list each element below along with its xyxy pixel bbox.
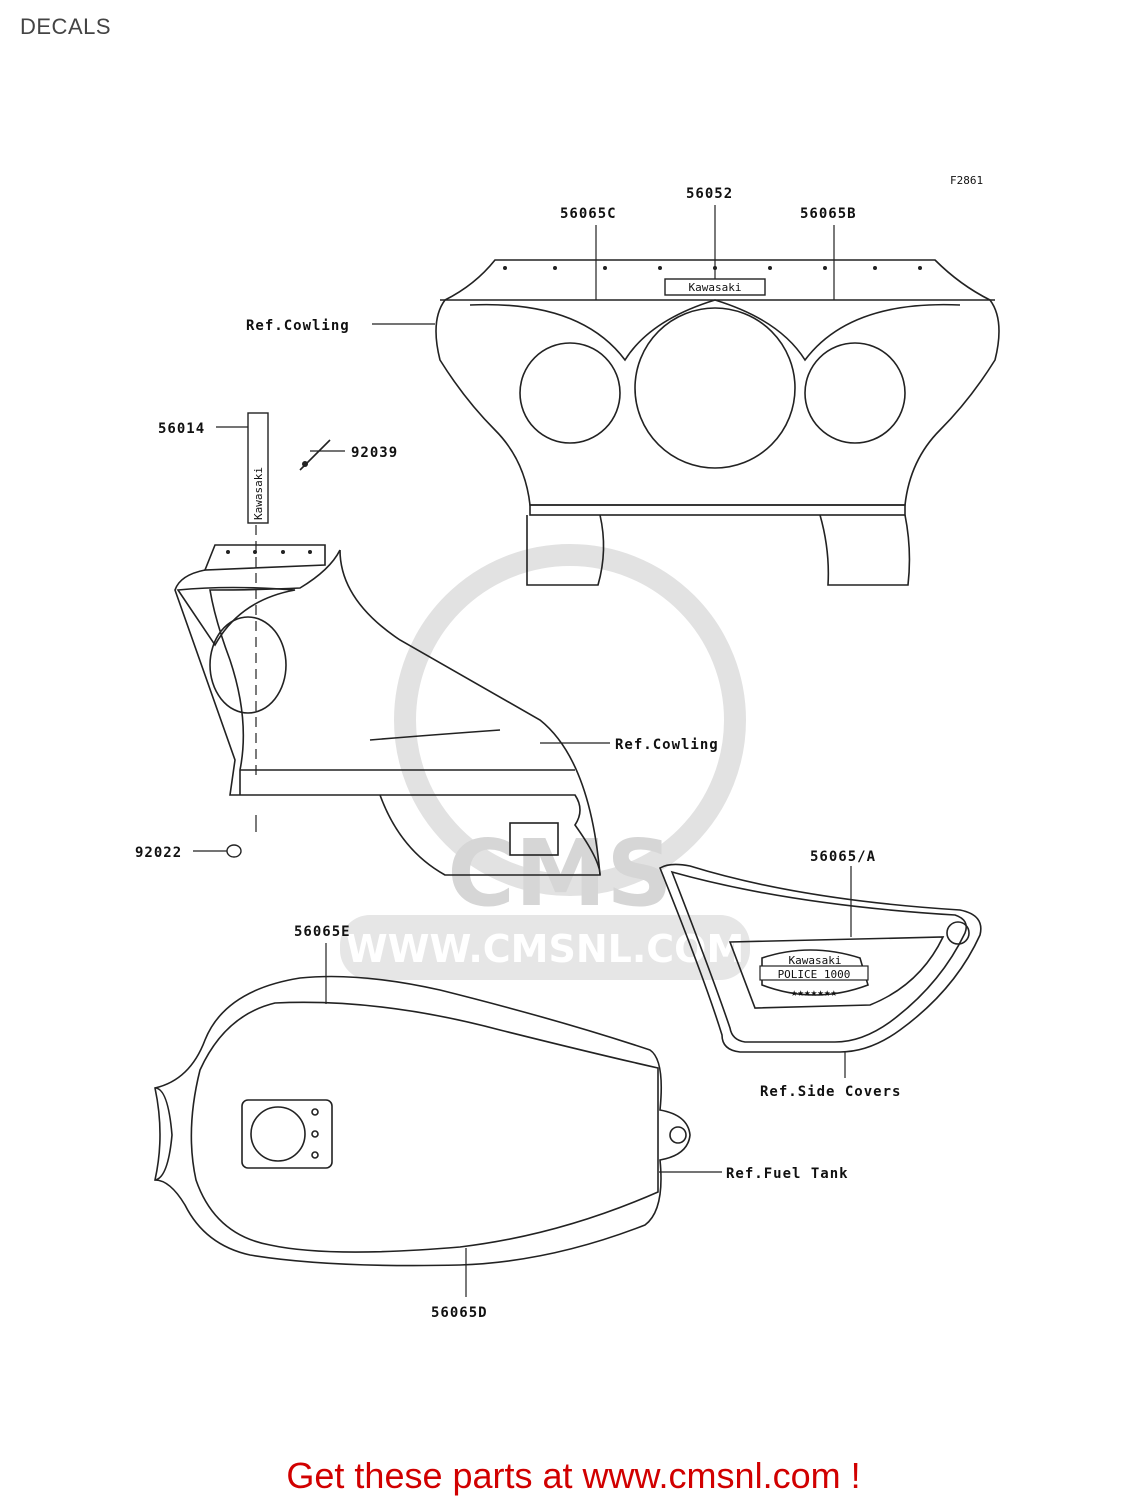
police-badge-text: POLICE 1000 <box>778 968 851 981</box>
police-badge <box>761 949 869 996</box>
cowling-stripe-decal <box>176 586 296 647</box>
nut-92022 <box>226 844 242 858</box>
callout-92039: 92039 <box>351 445 398 461</box>
fuel-tank-callouts: 56065E Ref.Fuel Tank 56065D <box>294 924 849 1321</box>
cowling-opening <box>209 616 287 714</box>
side-cowling: Kawasaki <box>174 412 601 876</box>
left-gauge-opening <box>519 342 621 444</box>
callout-56052: 56052 <box>686 186 733 202</box>
callout-92022: 92022 <box>135 845 182 861</box>
fairing-bolts <box>503 266 922 270</box>
footer-link[interactable]: Get these parts at www.cmsnl.com ! <box>286 1455 861 1496</box>
side-cover-decal <box>728 936 945 1009</box>
callout-ref-fuel-tank: Ref.Fuel Tank <box>726 1166 849 1182</box>
callout-56014: 56014 <box>158 421 205 437</box>
watermark-url: WWW.CMSNL.COM <box>346 927 745 971</box>
fairing-stripe <box>469 299 961 362</box>
right-gauge-opening <box>804 342 906 444</box>
cowling-crease <box>369 729 501 741</box>
side-cover-callouts: 56065/A Ref.Side Covers <box>760 849 901 1100</box>
center-gauge-opening <box>634 307 796 469</box>
kawasaki-emblem-text: Kawasaki <box>689 281 742 294</box>
tank-stripe-decal <box>190 1001 659 1253</box>
callout-ref-side-covers: Ref.Side Covers <box>760 1084 901 1100</box>
callout-ref-cowling-top: Ref.Cowling <box>246 318 350 334</box>
watermark-brand: CMS <box>447 820 672 927</box>
right-mount <box>819 514 911 586</box>
police-badge-brand: Kawasaki <box>789 954 842 967</box>
filler-cap <box>250 1106 306 1162</box>
tank-mount-hole <box>669 1126 687 1144</box>
callout-56065C: 56065C <box>560 206 617 222</box>
tank-front-edge <box>154 1087 173 1181</box>
cowling-bolts <box>226 550 312 554</box>
side-cover-inner <box>670 870 968 1043</box>
left-mount <box>526 514 605 586</box>
cowling-top-plate <box>203 544 326 571</box>
callout-56065B: 56065B <box>800 206 857 222</box>
filler-bolt <box>311 1151 319 1159</box>
cowling-body-outline <box>174 549 601 876</box>
side-cover-grommet <box>946 921 970 945</box>
watermark-url-band <box>340 915 750 980</box>
kawasaki-decal-56014 <box>247 412 269 524</box>
callout-56065A: 56065/A <box>810 849 876 865</box>
cowling-reflector <box>509 822 559 856</box>
side-cover-outline <box>659 863 982 1053</box>
callout-56065D: 56065D <box>431 1305 488 1321</box>
cowling-callouts: 56014 92039 Ref.Cowling 92022 <box>135 421 719 861</box>
fairing-bottom-trim <box>529 504 906 516</box>
figure-code: F2861 <box>950 174 983 187</box>
cowling-rear-edge <box>339 549 601 876</box>
fairing-callouts: 56065C 56052 56065B Ref.Cowling <box>246 186 857 334</box>
police-badge-stars: ★★★★★★★ <box>791 986 838 999</box>
page-title: DECALS <box>20 14 112 39</box>
parts-diagram: CMS WWW.CMSNL.COM F2861 Kawasaki 56065C … <box>135 174 1000 1321</box>
police-badge-plate <box>759 965 869 981</box>
fuel-tank <box>154 975 691 1267</box>
callout-ref-cowling-side: Ref.Cowling <box>615 737 719 753</box>
filler-bolt <box>311 1130 319 1138</box>
kawasaki-decal-text: Kawasaki <box>252 467 265 520</box>
filler-plate <box>241 1099 333 1169</box>
front-fairing: Kawasaki <box>435 259 1000 586</box>
callout-56065E: 56065E <box>294 924 351 940</box>
watermark: CMS WWW.CMSNL.COM <box>340 544 750 980</box>
fuel-tank-outline <box>154 975 691 1267</box>
filler-bolt <box>311 1108 319 1116</box>
side-cover: Kawasaki POLICE 1000 ★★★★★★★ <box>659 863 982 1053</box>
watermark-emblem <box>394 544 746 896</box>
